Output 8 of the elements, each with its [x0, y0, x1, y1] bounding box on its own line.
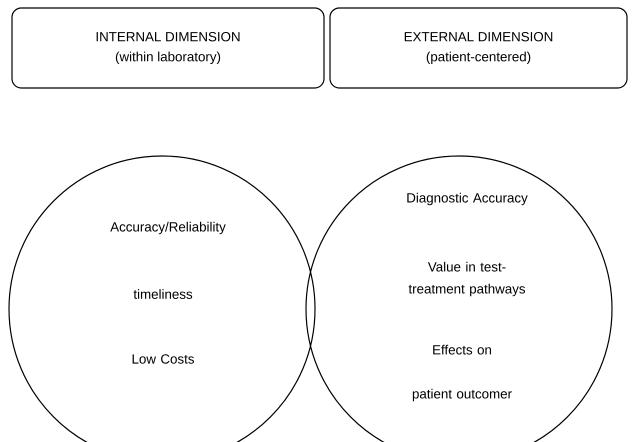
circle-text: Accuracy/Reliability — [110, 222, 226, 234]
circle-text: Low Costs — [132, 354, 194, 364]
circle-text: Value in test-treatment pathways — [408, 262, 526, 296]
circle-text: timeliness — [134, 289, 192, 299]
circle-text: Effects on patient outcomer — [412, 344, 512, 402]
circle-text: Diagnostic Accuracy — [407, 192, 528, 206]
dimension-box: INTERNAL DIMENSION (within laboratory) — [11, 7, 325, 89]
dimension-box: EXTERNAL DIMENSION (patient-centered) — [329, 7, 628, 89]
